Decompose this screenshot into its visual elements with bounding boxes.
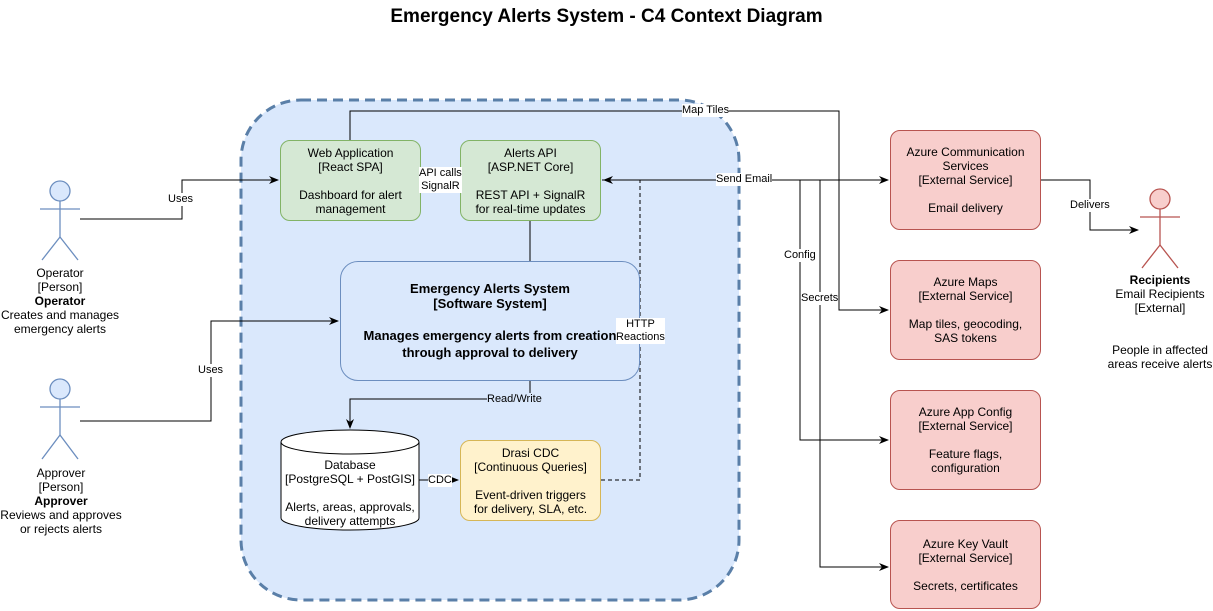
approver-label[interactable]: Approver [Person] Approver Reviews and a… <box>0 466 122 536</box>
approver-role: Approver <box>34 494 88 508</box>
recipients-figure <box>1140 188 1180 269</box>
drasi-cdc-box[interactable]: Drasi CDC [Continuous Queries] Event-dri… <box>460 440 601 521</box>
alerts-api-box[interactable]: Alerts API [ASP.NET Core] REST API + Sig… <box>460 140 601 221</box>
drasi-tech: [Continuous Queries] <box>474 459 587 474</box>
label-api-calls-2: SignalR <box>421 180 460 192</box>
database-desc-1: Alerts, areas, approvals, <box>285 500 415 514</box>
system-desc-2: through approval to delivery <box>402 345 578 360</box>
database-text[interactable]: Database [PostgreSQL + PostGIS] Alerts, … <box>281 455 419 531</box>
recipients-role: Recipients <box>1129 273 1191 287</box>
label-approver-uses: Uses <box>198 364 224 377</box>
web-app-desc-1: Dashboard for alert <box>299 187 402 202</box>
azure-key-vault-box[interactable]: Azure Key Vault [External Service] Secre… <box>890 520 1041 609</box>
drasi-desc-1: Event-driven triggers <box>475 487 586 502</box>
acs-desc: Email delivery <box>928 201 1003 215</box>
recipients-desc-2: areas receive alerts <box>1107 357 1213 371</box>
database-cylinder <box>280 429 420 531</box>
approver-kind: [Person] <box>38 480 84 494</box>
database-name: Database <box>324 458 376 472</box>
label-api-calls: API calls SignalR <box>419 167 462 193</box>
operator-name: Operator <box>36 266 84 280</box>
database-tech: [PostgreSQL + PostGIS] <box>285 472 415 486</box>
edge-secrets <box>819 180 889 571</box>
operator-role: Operator <box>34 294 86 308</box>
approver-desc-2: or rejects alerts <box>19 522 103 536</box>
operator-desc-1: Creates and manages <box>0 308 120 322</box>
approver-name: Approver <box>36 466 86 480</box>
azure-communication-services-box[interactable]: Azure Communication Services [External S… <box>890 130 1041 230</box>
label-http-reactions: HTTP Reactions <box>616 318 665 344</box>
recipients-name: Email Recipients <box>1115 287 1205 301</box>
label-cdc: CDC <box>428 474 452 487</box>
operator-label[interactable]: Operator [Person] Operator Creates and m… <box>0 266 120 336</box>
azure-maps-box[interactable]: Azure Maps [External Service] Map tiles,… <box>890 260 1041 360</box>
label-http-reactions-1: HTTP <box>626 318 655 330</box>
label-http-reactions-2: Reactions <box>616 331 665 343</box>
approver-figure <box>40 378 80 460</box>
drasi-desc-2: for delivery, SLA, etc. <box>473 501 588 516</box>
label-read-write: Read/Write <box>487 393 542 406</box>
app-config-desc-1: Feature flags, <box>928 447 1003 461</box>
recipients-label[interactable]: Recipients Email Recipients [External] P… <box>1100 273 1213 371</box>
alerts-api-desc-1: REST API + SignalR <box>475 187 586 202</box>
web-application-box[interactable]: Web Application [React SPA] Dashboard fo… <box>280 140 421 221</box>
operator-figure <box>40 180 80 261</box>
maps-desc-2: SAS tokens <box>934 331 997 345</box>
label-delivers: Delivers <box>1070 199 1110 212</box>
key-vault-name: Azure Key Vault <box>922 536 1009 551</box>
alerts-api-desc-2: for real-time updates <box>475 201 586 216</box>
recipients-kind: [External] <box>1134 301 1186 315</box>
label-operator-uses: Uses <box>168 193 194 206</box>
label-api-calls-1: API calls <box>419 167 462 179</box>
system-tech: [Software System] <box>433 296 547 311</box>
app-config-name: Azure App Config <box>918 405 1013 419</box>
diagram-title: Emergency Alerts System - C4 Context Dia… <box>390 6 823 27</box>
web-app-name: Web Application <box>307 145 394 160</box>
edge-config <box>799 180 889 444</box>
app-config-tech: [External Service] <box>918 419 1013 433</box>
system-name: Emergency Alerts System <box>410 281 570 296</box>
system-desc-1: Manages emergency alerts from creation <box>363 328 617 343</box>
label-secrets: Secrets <box>801 292 839 305</box>
web-app-tech: [React SPA] <box>318 159 383 174</box>
approver-desc-1: Reviews and approves <box>0 508 122 522</box>
software-system-box[interactable]: Emergency Alerts System [Software System… <box>340 261 640 381</box>
operator-desc-2: emergency alerts <box>13 322 107 336</box>
alerts-api-name: Alerts API <box>504 145 557 160</box>
label-map-tiles: Map Tiles <box>682 104 730 117</box>
app-config-desc-2: configuration <box>931 461 1000 475</box>
azure-app-config-box[interactable]: Azure App Config [External Service] Feat… <box>890 390 1041 490</box>
acs-tech: [External Service] <box>918 173 1013 187</box>
operator-kind: [Person] <box>37 280 83 294</box>
maps-desc-1: Map tiles, geocoding, <box>908 317 1023 331</box>
recipients-desc-1: People in affected <box>1112 343 1208 357</box>
maps-name: Azure Maps <box>933 275 998 289</box>
label-send-email: Send Email <box>716 173 773 186</box>
web-app-desc-2: management <box>315 201 386 216</box>
acs-name-2: Services <box>942 159 989 173</box>
edge-map-tiles <box>349 110 889 314</box>
label-config: Config <box>784 249 816 262</box>
database-desc-2: delivery attempts <box>304 514 396 528</box>
alerts-api-tech: [ASP.NET Core] <box>487 159 574 174</box>
maps-tech: [External Service] <box>918 289 1013 303</box>
drasi-name: Drasi CDC <box>501 445 560 460</box>
key-vault-tech: [External Service] <box>918 550 1013 565</box>
acs-name-1: Azure Communication <box>906 145 1025 159</box>
key-vault-desc: Secrets, certificates <box>913 578 1018 593</box>
